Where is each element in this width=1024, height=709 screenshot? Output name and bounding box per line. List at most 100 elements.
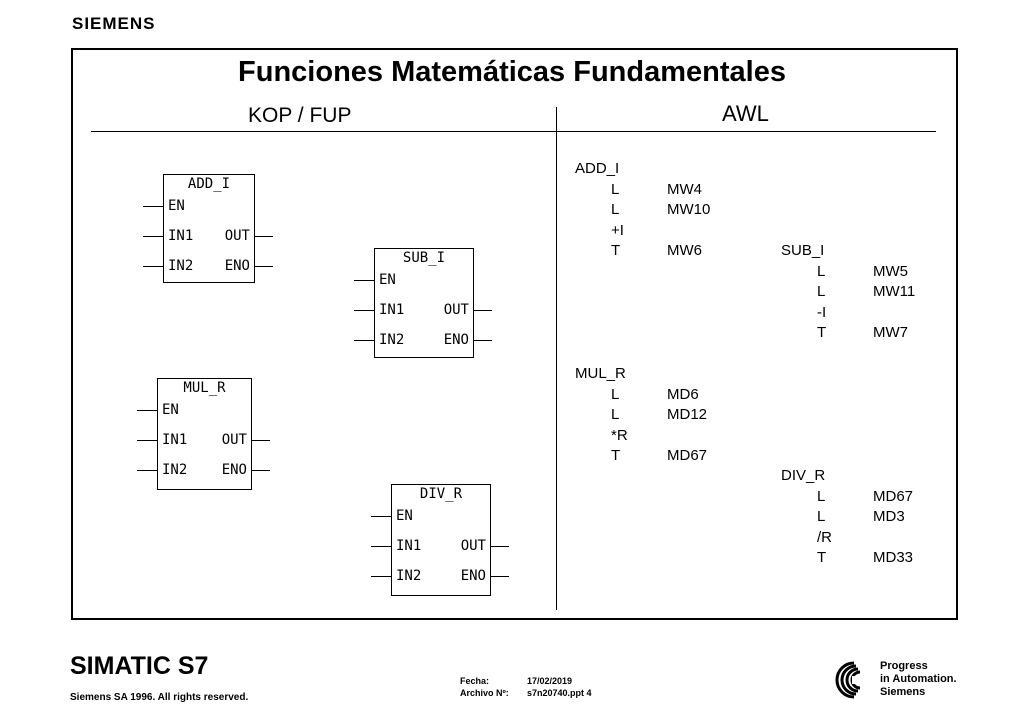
input-wire (143, 266, 163, 267)
copyright-text: Siemens SA 1996. All rights reserved. (70, 692, 249, 703)
awl-instruction: L MW4 (575, 180, 702, 201)
input-pin-in2: IN2 (379, 332, 405, 348)
archivo-value: s7n20740.ppt 4 (527, 688, 592, 698)
awl-instruction: -I (781, 303, 827, 324)
block-title: ADD_I (187, 176, 231, 192)
awl-instruction: L MW5 (781, 262, 908, 283)
header-divider (91, 131, 936, 132)
output-pin-eno: ENO (224, 258, 250, 274)
awl-opcode: -I (817, 303, 827, 321)
input-pin-in1: IN1 (379, 302, 405, 318)
awl-block-name: DIV_R (781, 467, 826, 484)
awl-opcode: T (611, 242, 621, 259)
input-wire (354, 310, 374, 311)
input-wire (371, 546, 391, 547)
awl-block-name: ADD_I (575, 160, 620, 177)
input-wire (137, 440, 157, 441)
input-pin-en: EN (379, 272, 396, 288)
awl-opcode: L (817, 508, 826, 525)
awl-operand: MD67 (667, 447, 708, 464)
input-wire (354, 340, 374, 341)
input-wire (143, 206, 163, 207)
awl-opcode: L (611, 385, 620, 403)
output-pin-eno: ENO (443, 332, 469, 348)
input-pin-in2: IN2 (168, 258, 194, 274)
input-wire (371, 516, 391, 517)
output-wire (250, 470, 270, 471)
awl-instruction: *R (575, 426, 628, 447)
input-pin-in1: IN1 (162, 432, 188, 448)
awl-operand: MD33 (873, 549, 914, 566)
awl-opcode: L (611, 180, 620, 198)
awl-instruction: T MW6 (575, 241, 702, 262)
input-wire (371, 576, 391, 577)
block-title: DIV_R (419, 486, 463, 502)
input-pin-in2: IN2 (162, 462, 188, 478)
slide-title: Funciones Matemáticas Fundamentales (238, 56, 786, 88)
brand-line: Siemens (880, 686, 926, 698)
column-divider (556, 107, 557, 610)
awl-opcode: L (817, 487, 826, 505)
awl-opcode: *R (611, 426, 628, 444)
awl-operand: MW5 (873, 262, 908, 280)
fecha-label: Fecha: (460, 676, 490, 686)
input-wire (354, 280, 374, 281)
awl-operand: MD12 (667, 406, 708, 423)
output-pin-eno: ENO (221, 462, 247, 478)
awl-opcode: L (611, 406, 620, 423)
fecha-value: 17/02/2019 (527, 676, 573, 686)
awl-operand: MW10 (667, 201, 711, 218)
awl-block-name: SUB_I (781, 242, 825, 259)
awl-instruction: T MD33 (781, 548, 913, 569)
input-pin-en: EN (168, 198, 185, 214)
awl-operand: MW11 (873, 283, 916, 300)
awl-opcode: T (817, 549, 827, 566)
brand-slogan: Progress in Automation. Siemens (880, 660, 957, 699)
input-pin-in1: IN1 (396, 538, 422, 554)
output-wire (253, 236, 273, 237)
input-wire (137, 470, 157, 471)
output-pin-out: OUT (224, 228, 250, 244)
awl-operand: MW7 (873, 324, 908, 341)
input-wire (137, 410, 157, 411)
kop-fup-heading: KOP / FUP (248, 104, 352, 127)
output-wire (472, 340, 492, 341)
output-wire (250, 440, 270, 441)
awl-operand: MW6 (667, 242, 702, 259)
awl-opcode: T (611, 447, 621, 464)
input-pin-in1: IN1 (168, 228, 194, 244)
input-wire (143, 236, 163, 237)
awl-opcode: L (817, 283, 826, 300)
output-pin-eno: ENO (460, 568, 486, 584)
awl-opcode: L (817, 262, 826, 280)
awl-block-name: MUL_R (575, 365, 626, 382)
slide-frame (71, 48, 958, 620)
input-pin-en: EN (162, 402, 179, 418)
awl-instruction: L MD12 (575, 405, 707, 426)
awl-operand: MW4 (667, 180, 702, 198)
awl-instruction: T MD67 (575, 446, 707, 467)
output-pin-out: OUT (221, 432, 247, 448)
siemens-logo: SIEMENS (72, 14, 156, 33)
output-wire (489, 546, 509, 547)
awl-instruction: L MD6 (575, 385, 699, 406)
awl-opcode: L (611, 201, 620, 218)
output-pin-out: OUT (443, 302, 469, 318)
archivo-label: Archivo Nº: (460, 688, 509, 698)
block-title: SUB_I (402, 250, 446, 266)
brand-line: Progress (880, 660, 928, 672)
awl-instruction: L MW10 (575, 200, 710, 221)
block-title: MUL_R (183, 380, 226, 396)
awl-opcode: /R (817, 528, 832, 546)
awl-operand: MD6 (667, 385, 699, 403)
